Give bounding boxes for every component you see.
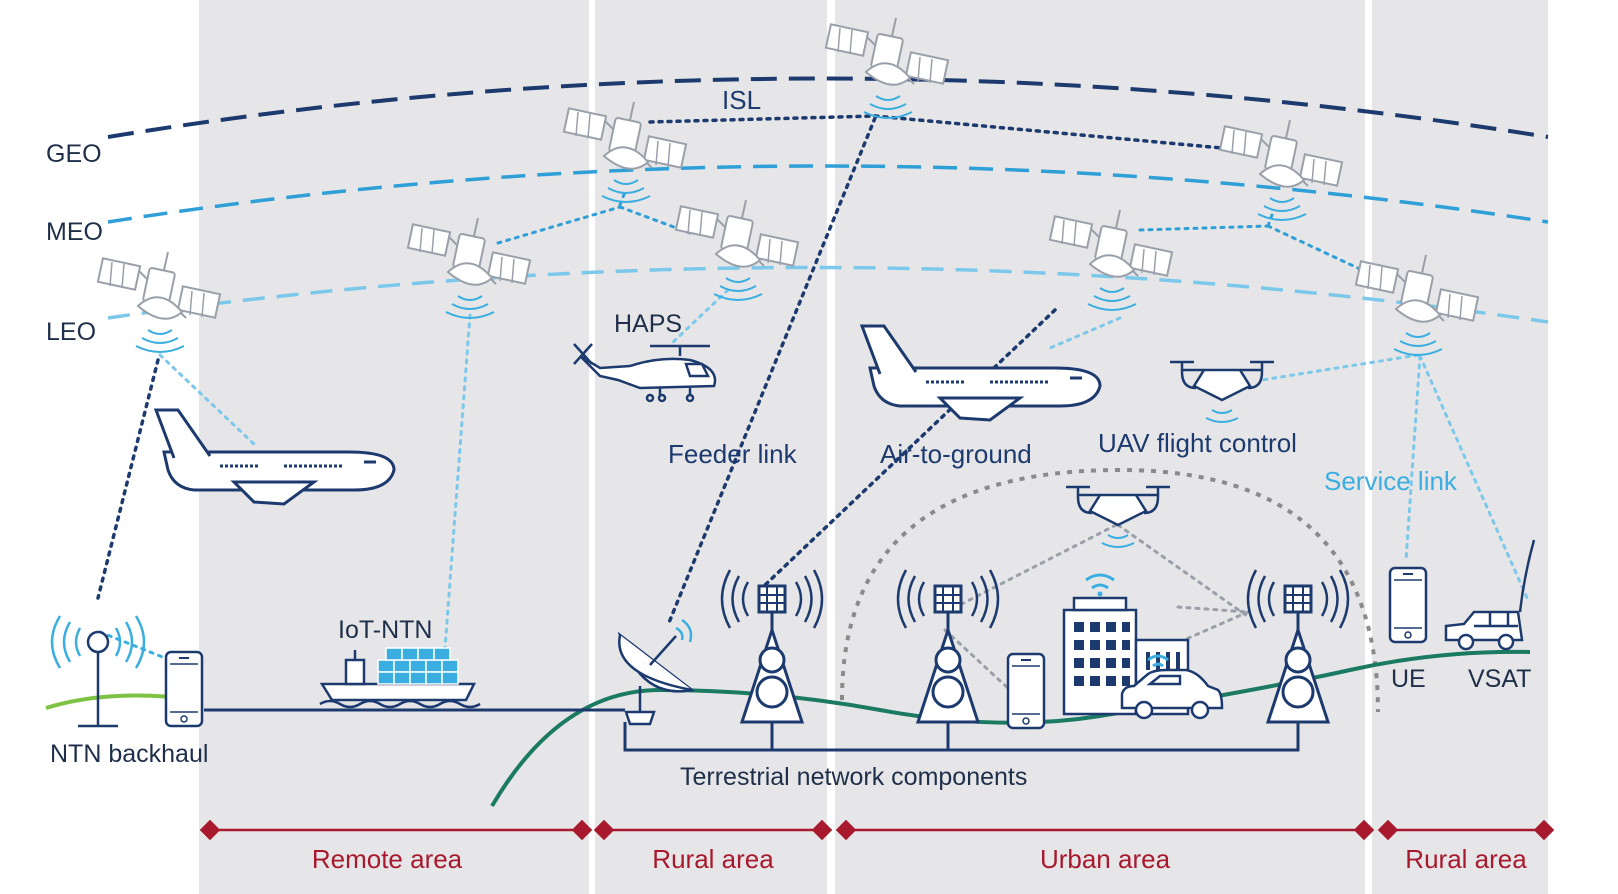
meo-orbit (107, 164, 1549, 224)
leo-label: LEO (46, 318, 96, 346)
ue-label: UE (1391, 665, 1426, 693)
geo-label: GEO (46, 140, 102, 168)
iot-ntn-ship-icon (319, 647, 481, 709)
area-label-remote: Remote area (312, 844, 463, 874)
air-to-ground-label: Air-to-ground (880, 439, 1032, 469)
isl-link (648, 114, 877, 124)
isl-label: ISL (722, 85, 761, 115)
area-label-rural-1: Rural area (652, 844, 774, 874)
uav-flight-control-label: UAV flight control (1098, 428, 1297, 458)
area-backgrounds (199, 0, 1548, 894)
vsat-label: VSAT (1468, 665, 1531, 693)
terrestrial-network-bus (623, 722, 1300, 752)
feeder-link (666, 116, 877, 627)
urban-coverage-dome (840, 467, 1380, 713)
terrestrial-network-label: Terrestrial network components (680, 763, 1027, 791)
meo-label: MEO (46, 218, 103, 246)
urban-phone-icon (1006, 652, 1046, 730)
ntn-backhaul-label: NTN backhaul (50, 740, 208, 768)
haps-label: HAPS (614, 310, 682, 338)
feeder-link-label: Feeder link (668, 439, 798, 469)
links (96, 114, 1530, 692)
haps-helicopter-icon (573, 343, 717, 403)
ntn-backhaul-antenna-icon (50, 615, 146, 728)
iot-ntn-label: IoT-NTN (338, 616, 432, 644)
service-link-label: Service link (1324, 466, 1458, 496)
ue-phone-icon (1388, 566, 1428, 644)
ground-station-dish-icon (617, 618, 695, 726)
geo-orbit (107, 76, 1549, 139)
vsat-vehicle-icon (1444, 539, 1536, 651)
backhaul-phone-icon (164, 650, 204, 728)
area-markers (199, 819, 1555, 841)
car-icon (1120, 654, 1224, 720)
area-label-urban: Urban area (1040, 844, 1171, 874)
area-label-rural-2: Rural area (1405, 844, 1527, 874)
terrain-line (490, 649, 1531, 808)
leo-orbit (107, 265, 1549, 324)
